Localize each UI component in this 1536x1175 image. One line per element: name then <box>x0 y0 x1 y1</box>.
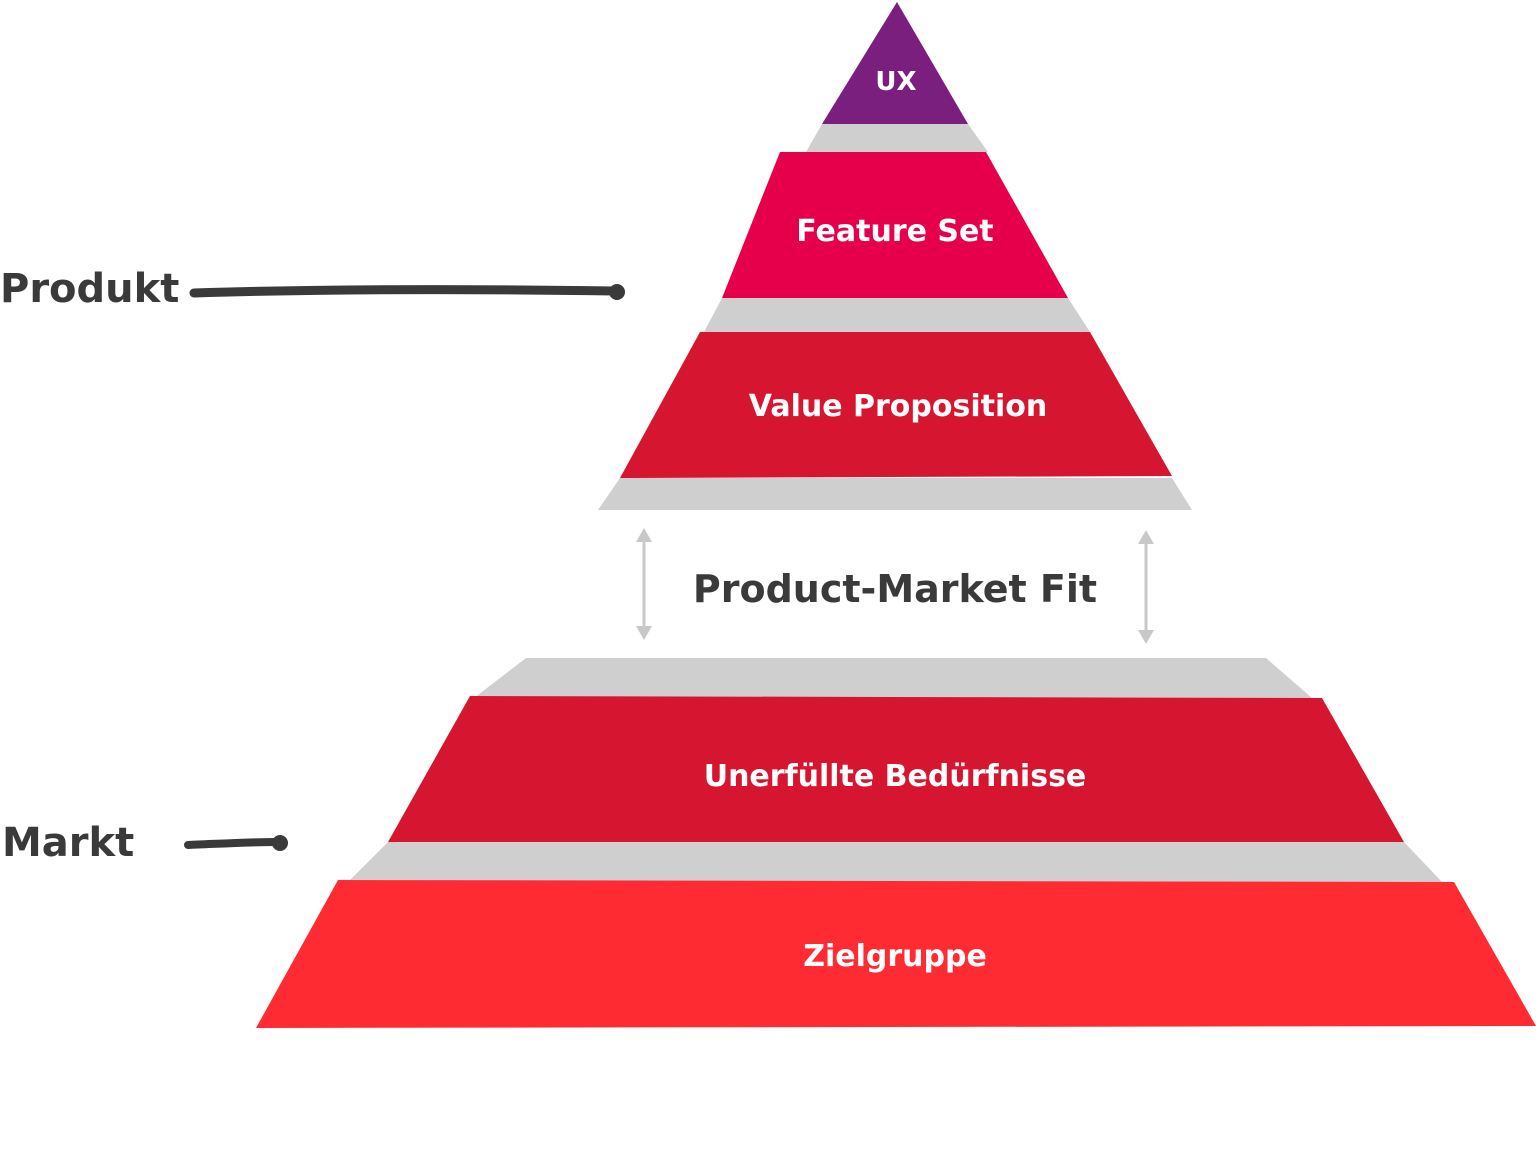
layer-label-unmet-needs: Unerfüllte Bedürfnisse <box>704 759 1087 794</box>
fit-arrow-left <box>636 528 652 640</box>
layer-feature-set <box>722 152 1068 298</box>
layer-value-proposition <box>620 332 1172 478</box>
connector-markt <box>184 835 288 851</box>
separator-band-3 <box>598 478 1192 510</box>
layer-target-group <box>256 880 1536 1028</box>
layer-unmet-needs <box>388 696 1404 842</box>
layer-label-feature-set: Feature Set <box>796 214 993 249</box>
layer-label-value-proposition: Value Proposition <box>749 389 1047 424</box>
layer-label-target-group: Zielgruppe <box>803 939 987 974</box>
separator-band-1 <box>806 124 988 152</box>
separator-band-4 <box>474 658 1312 698</box>
layer-ux <box>822 2 968 124</box>
fit-arrow-right <box>1138 530 1154 644</box>
fit-label: Product-Market Fit <box>693 567 1097 611</box>
connector-produkt <box>189 284 625 300</box>
separator-band-5 <box>348 842 1442 882</box>
layer-label-ux: UX <box>875 67 916 97</box>
side-label-markt: Markt <box>2 820 134 866</box>
separator-band-2 <box>704 298 1090 332</box>
side-label-produkt: Produkt <box>0 266 179 312</box>
